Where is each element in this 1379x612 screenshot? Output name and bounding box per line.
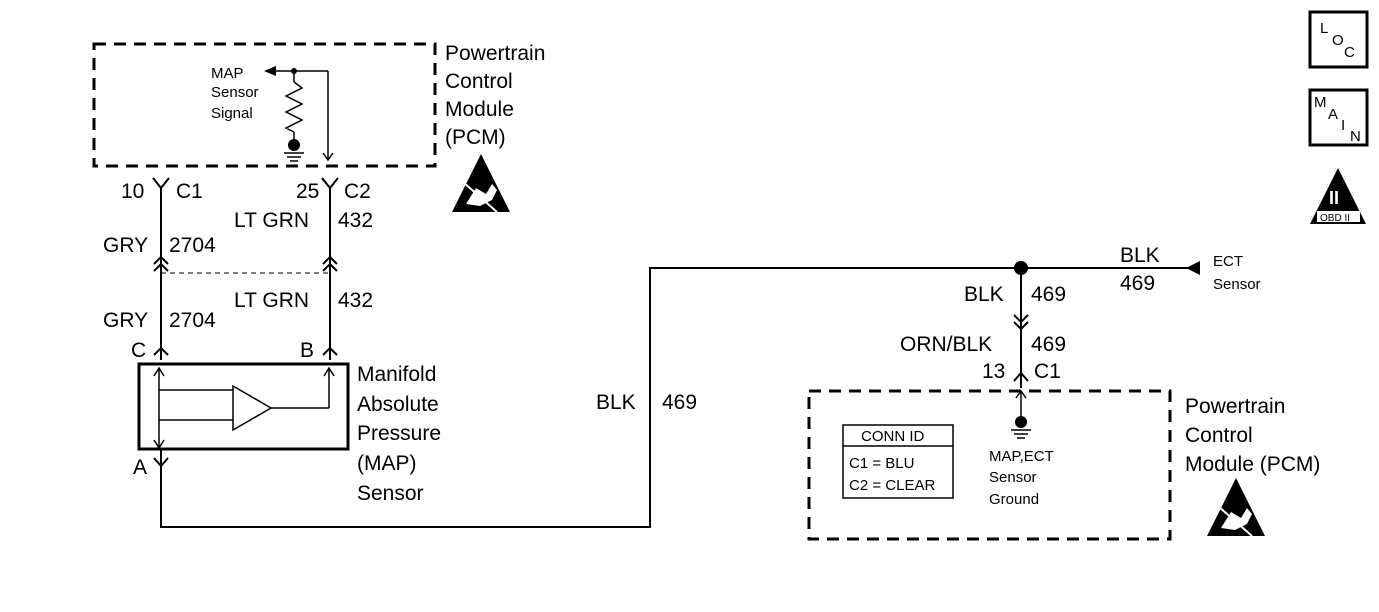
svg-text:Ground: Ground: [989, 491, 1039, 508]
loc-icon: L O C: [1308, 10, 1369, 69]
map-sensor-internals: [153, 366, 335, 450]
map-signal-label: MAP Sensor Signal: [211, 65, 259, 122]
svg-text:A: A: [1328, 106, 1338, 123]
wire-blk-label-drop: BLK 469: [964, 283, 1066, 306]
svg-text:Sensor: Sensor: [211, 84, 259, 101]
map-pin-a: A: [133, 456, 169, 479]
pcm-ground-label: MAP,ECT Sensor Ground: [989, 448, 1054, 508]
inline-connector: [153, 255, 338, 274]
pcm-ground-symbol: [1011, 389, 1031, 439]
svg-text:ORN/BLK: ORN/BLK: [900, 333, 992, 356]
svg-text:A: A: [133, 456, 147, 479]
svg-text:C2 = CLEAR: C2 = CLEAR: [849, 477, 935, 494]
svg-text:C1: C1: [1034, 360, 1061, 383]
svg-text:O: O: [1332, 32, 1344, 49]
pcm-bottom-boundary: [807, 389, 1172, 541]
svg-text:C1 = BLU: C1 = BLU: [849, 455, 914, 472]
svg-text:C2: C2: [344, 180, 371, 203]
map-pin-b: B: [300, 339, 338, 362]
svg-text:2704: 2704: [169, 234, 216, 257]
svg-text:B: B: [300, 339, 314, 362]
svg-text:Powertrain: Powertrain: [445, 42, 545, 65]
inline-connector-ground: [1013, 314, 1029, 331]
svg-text:ECT: ECT: [1213, 253, 1243, 270]
svg-text:BLK: BLK: [1120, 244, 1160, 267]
svg-text:M: M: [1314, 94, 1327, 111]
esd-icon: [1207, 478, 1265, 537]
svg-text:MAP: MAP: [211, 65, 244, 82]
ect-arrow-icon: [1186, 261, 1200, 275]
pcm-top-boundary: [92, 42, 437, 168]
pcm-bottom-title: Powertrain Control Module (PCM): [1185, 395, 1320, 476]
svg-text:C: C: [1344, 44, 1355, 61]
svg-text:Pressure: Pressure: [357, 422, 441, 445]
svg-text:Sensor: Sensor: [1213, 276, 1261, 293]
svg-text:Control: Control: [445, 70, 513, 93]
wire-blk-label-right: BLK 469: [1120, 244, 1160, 295]
svg-text:Sensor: Sensor: [357, 482, 424, 505]
svg-text:GRY: GRY: [103, 309, 148, 332]
pcm-top-title: Powertrain Control Module (PCM): [445, 42, 545, 149]
svg-text:469: 469: [1120, 272, 1155, 295]
wire-blk-label-mid: BLK 469: [596, 391, 697, 414]
svg-text:C: C: [131, 339, 146, 362]
svg-text:Module (PCM): Module (PCM): [1185, 453, 1320, 476]
svg-text:Signal: Signal: [211, 105, 253, 122]
wire-blk-469-return: [160, 267, 1188, 528]
map-sensor-title: Manifold Absolute Pressure (MAP) Sensor: [357, 363, 441, 505]
svg-text:OBD II: OBD II: [1320, 213, 1350, 224]
map-pin-c: C: [131, 339, 169, 362]
svg-text:LT GRN: LT GRN: [234, 289, 309, 312]
wire-ornblk-label: ORN/BLK 469: [900, 333, 1066, 356]
main-icon: M A I N: [1308, 88, 1369, 147]
svg-text:469: 469: [1031, 283, 1066, 306]
svg-text:25: 25: [296, 180, 319, 203]
svg-text:(MAP): (MAP): [357, 452, 417, 475]
svg-text:Powertrain: Powertrain: [1185, 395, 1285, 418]
esd-icon: [452, 154, 510, 213]
wire-labels-upper: GRY 2704 LT GRN 432: [103, 209, 373, 257]
svg-text:10: 10: [121, 180, 144, 203]
svg-text:13: 13: [982, 360, 1005, 383]
svg-text:MAP,ECT: MAP,ECT: [989, 448, 1054, 465]
svg-text:2704: 2704: [169, 309, 216, 332]
svg-text:BLK: BLK: [596, 391, 636, 414]
wire-labels-lower: GRY 2704 LT GRN 432: [103, 289, 373, 332]
svg-text:Control: Control: [1185, 424, 1253, 447]
svg-text:L: L: [1320, 20, 1328, 37]
connector-ground-pin: 13 C1: [982, 360, 1061, 383]
svg-text:Absolute: Absolute: [357, 393, 439, 416]
svg-text:(PCM): (PCM): [445, 126, 506, 149]
connector-c2-pin: 25 C2: [296, 177, 371, 203]
svg-text:II: II: [1329, 188, 1339, 208]
svg-text:CONN ID: CONN ID: [861, 428, 925, 445]
ect-sensor-label: ECT Sensor: [1213, 253, 1261, 293]
svg-text:469: 469: [1031, 333, 1066, 356]
svg-text:BLK: BLK: [964, 283, 1004, 306]
svg-text:Sensor: Sensor: [989, 469, 1037, 486]
svg-text:C1: C1: [176, 180, 203, 203]
map-sensor-body: [137, 362, 350, 451]
svg-text:469: 469: [662, 391, 697, 414]
svg-text:432: 432: [338, 209, 373, 232]
pcm-pullup-circuit: [264, 66, 334, 162]
obd-ii-icon: II OBD II: [1310, 168, 1366, 224]
svg-text:Module: Module: [445, 98, 514, 121]
svg-text:432: 432: [338, 289, 373, 312]
svg-text:LT GRN: LT GRN: [234, 209, 309, 232]
svg-text:I: I: [1341, 117, 1345, 134]
svg-text:Manifold: Manifold: [357, 363, 436, 386]
svg-text:N: N: [1350, 128, 1361, 145]
svg-text:GRY: GRY: [103, 234, 148, 257]
conn-id-table: CONN ID C1 = BLU C2 = CLEAR: [842, 424, 954, 499]
